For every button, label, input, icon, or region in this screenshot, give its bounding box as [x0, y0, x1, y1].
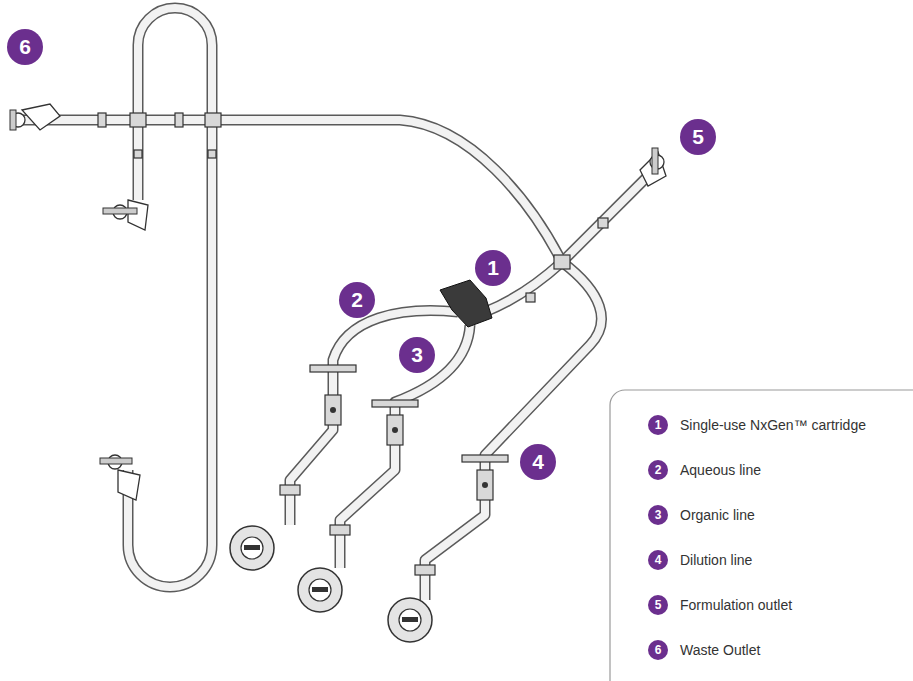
tube-fill	[20, 8, 652, 600]
legend-text: Aqueous line	[680, 462, 761, 478]
legend-text: Formulation outlet	[680, 597, 792, 613]
callout-number: 4	[520, 444, 556, 480]
legend-swatch: 6	[648, 640, 668, 660]
cartridge	[440, 280, 492, 327]
legend-frame	[610, 390, 913, 681]
legend-number: 4	[655, 553, 662, 567]
legend-number: 5	[655, 598, 662, 612]
legend-row: 3 Organic line	[648, 505, 755, 525]
legend-swatch: 5	[648, 595, 668, 615]
callout-number: 2	[339, 282, 375, 318]
tube-connectors	[98, 113, 608, 302]
legend-number: 2	[655, 463, 662, 477]
legend-number: 6	[655, 643, 662, 657]
callout-number: 3	[399, 337, 435, 373]
legend-number: 3	[655, 508, 662, 522]
legend-row: 1 Single-use NxGen™ cartridge	[648, 415, 866, 435]
callout-number: 6	[7, 29, 43, 65]
legend-row: 4 Dilution line	[648, 550, 752, 570]
legend-swatch: 2	[648, 460, 668, 480]
tube-outlines	[20, 8, 652, 600]
legend-text: Waste Outlet	[680, 642, 760, 658]
legend-text: Organic line	[680, 507, 755, 523]
pumps	[230, 526, 432, 642]
legend-swatch: 3	[648, 505, 668, 525]
legend-text: Single-use NxGen™ cartridge	[680, 417, 866, 433]
legend-row: 6 Waste Outlet	[648, 640, 760, 660]
legend-row: 5 Formulation outlet	[648, 595, 792, 615]
callout-number: 5	[680, 119, 716, 155]
callout-number: 1	[475, 250, 511, 286]
legend-row: 2 Aqueous line	[648, 460, 761, 480]
legend-text: Dilution line	[680, 552, 752, 568]
legend-number: 1	[655, 418, 662, 432]
pinch-clamps	[10, 104, 666, 500]
legend-swatch: 1	[648, 415, 668, 435]
legend-swatch: 4	[648, 550, 668, 570]
valve-blocks	[280, 365, 508, 575]
